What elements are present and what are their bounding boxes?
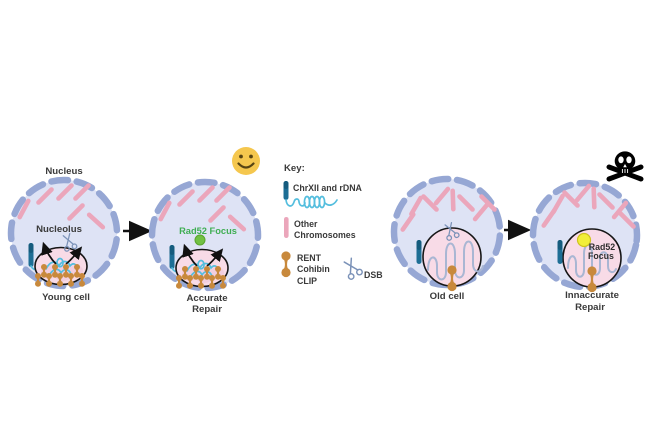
rad52-label-line1: Rad52: [589, 242, 616, 252]
expanded-rdna: [567, 244, 617, 278]
chrxii-bar: [557, 240, 563, 264]
chromosomes: [158, 185, 247, 232]
key-chrxii-icon: [283, 181, 338, 209]
chrxii-bar: [416, 240, 422, 264]
rad52-focus-dot: [576, 232, 592, 248]
key-dsb-scissors-icon: [340, 255, 364, 281]
inaccurate-caption-line2: Repair: [575, 302, 605, 313]
chromosome: [17, 198, 31, 220]
chromosome: [36, 187, 54, 205]
key-cohibin-label: Cohibin: [297, 264, 330, 274]
chromosomes: [400, 186, 497, 232]
accurate-caption-line2: Repair: [192, 304, 222, 315]
chromosomes: [541, 183, 636, 229]
chrxii-bar: [28, 243, 34, 267]
chromosome: [208, 205, 226, 223]
rad52-focus-label: Rad52 Focus: [179, 226, 237, 236]
key-dsb-label: DSB: [364, 270, 383, 280]
rad52-label-line2: Focus: [588, 251, 614, 261]
chromosome: [400, 212, 416, 232]
chrxii-bar: [169, 245, 175, 269]
key-chrxii-label: ChrXII and rDNA: [293, 183, 363, 193]
chromosome: [433, 186, 451, 206]
chromosome: [227, 214, 247, 232]
chromosome: [472, 202, 490, 222]
key-other-chromosome-icon: [284, 217, 289, 238]
chromosome: [421, 194, 439, 212]
chromosome: [479, 194, 497, 212]
chromosome: [86, 212, 106, 230]
young-cell: Nucleus Nucleolus Young cell: [7, 166, 121, 303]
accurate-caption-line1: Accurate: [186, 293, 227, 304]
key-protein-icon: [281, 251, 291, 278]
inaccurate-repair-cell: Rad52 Focus Innaccurate Repair: [529, 151, 644, 313]
key-title: Key:: [284, 163, 305, 174]
smiley-icon: [232, 147, 260, 175]
skull-icon: [606, 151, 644, 182]
key-other-label-line1: Other: [294, 219, 318, 229]
legend-key: Key: ChrXII and rDNA Other Chromosomes R…: [281, 163, 383, 286]
inaccurate-caption-line1: Innaccurate: [565, 290, 619, 301]
old-cell-caption: Old cell: [430, 291, 465, 302]
chromosome: [597, 192, 615, 210]
chromosome: [611, 200, 629, 220]
chromosome: [177, 189, 195, 207]
chromosome: [618, 211, 636, 229]
chromosome: [591, 186, 597, 210]
rad52-focus-dot: [194, 234, 206, 246]
chromosomes: [17, 183, 106, 230]
accurate-repair-cell: Rad52 Focus Accurate Repair: [148, 147, 262, 315]
chromosome: [450, 188, 456, 212]
nucleolus-label: Nucleolus: [36, 224, 82, 235]
old-cell: Old cell: [390, 175, 504, 302]
chromosome: [73, 183, 91, 201]
chromosome: [551, 193, 565, 215]
key-other-label-line2: Chromosomes: [294, 230, 356, 240]
chromosome: [197, 185, 215, 203]
key-clip-label: CLIP: [297, 276, 317, 286]
chromosome: [457, 194, 475, 212]
chromosome: [562, 190, 580, 208]
nucleus-label: Nucleus: [45, 166, 82, 177]
expanded-rdna: [427, 240, 484, 281]
chromosome: [409, 195, 423, 217]
chromosome: [574, 183, 592, 203]
chromosome: [214, 185, 232, 203]
chromosome: [158, 200, 172, 222]
young-cell-caption: Young cell: [42, 292, 90, 303]
chromosome: [67, 203, 85, 221]
key-rent-label: RENT: [297, 253, 322, 263]
chromosome: [56, 183, 74, 201]
